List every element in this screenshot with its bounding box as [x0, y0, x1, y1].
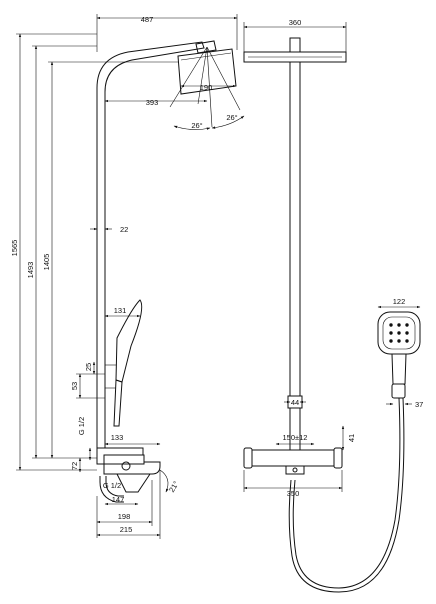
dimension-labels: 1565 1493 1405 487 360 393 190 26° 26° 2… — [10, 15, 423, 534]
dim-wall-distance: 22 — [120, 225, 128, 234]
dim-spray-angle-left: 26° — [191, 121, 202, 130]
dim-column-height: 1405 — [42, 254, 51, 271]
dim-head-width: 360 — [289, 18, 302, 27]
dim-spray-angle-right: 26° — [226, 113, 237, 122]
column-outline — [96, 41, 205, 449]
dim-inlet-thread: G 1/2 — [103, 481, 121, 490]
dim-handle-spacing: 44 — [291, 398, 299, 407]
shower-hose — [292, 397, 401, 589]
side-view — [96, 40, 241, 503]
dim-head-diameter: 190 — [200, 83, 213, 92]
dim-mixer-width: 350 — [287, 489, 300, 498]
dim-thread-size: G 1/2 — [77, 417, 86, 435]
dim-shelf-depth: 198 — [118, 512, 131, 521]
dim-handshower-length: 131 — [114, 306, 127, 315]
column-front — [289, 61, 301, 451]
dim-arm-reach: 393 — [146, 98, 159, 107]
dim-spout-reach: 147 — [112, 495, 125, 504]
dimension-lines — [16, 14, 421, 539]
dim-overall-height: 1565 — [10, 240, 19, 257]
thermostat-bar — [249, 449, 337, 467]
dim-holder-width: 25 — [84, 363, 93, 371]
dim-spout-tilt: 21° — [167, 480, 180, 494]
dim-total-depth: 215 — [120, 525, 133, 534]
dim-handshower-head-width: 122 — [393, 297, 406, 306]
dim-outlet-height: 1493 — [26, 262, 35, 279]
dim-handle-width: 37 — [415, 400, 423, 409]
dim-mixer-height: 41 — [347, 434, 356, 442]
dim-holder-height: 53 — [70, 382, 79, 390]
hand-shower-detail — [288, 311, 421, 593]
mixer-side — [96, 447, 161, 503]
dim-mixer-depth: 133 — [111, 433, 124, 442]
dim-inlet-centres: 150±12 — [283, 433, 308, 442]
front-view — [243, 37, 347, 475]
hand-shower-side — [115, 299, 143, 383]
dim-head-reach: 487 — [141, 15, 154, 24]
dim-bottom-offset: 72 — [70, 462, 79, 470]
